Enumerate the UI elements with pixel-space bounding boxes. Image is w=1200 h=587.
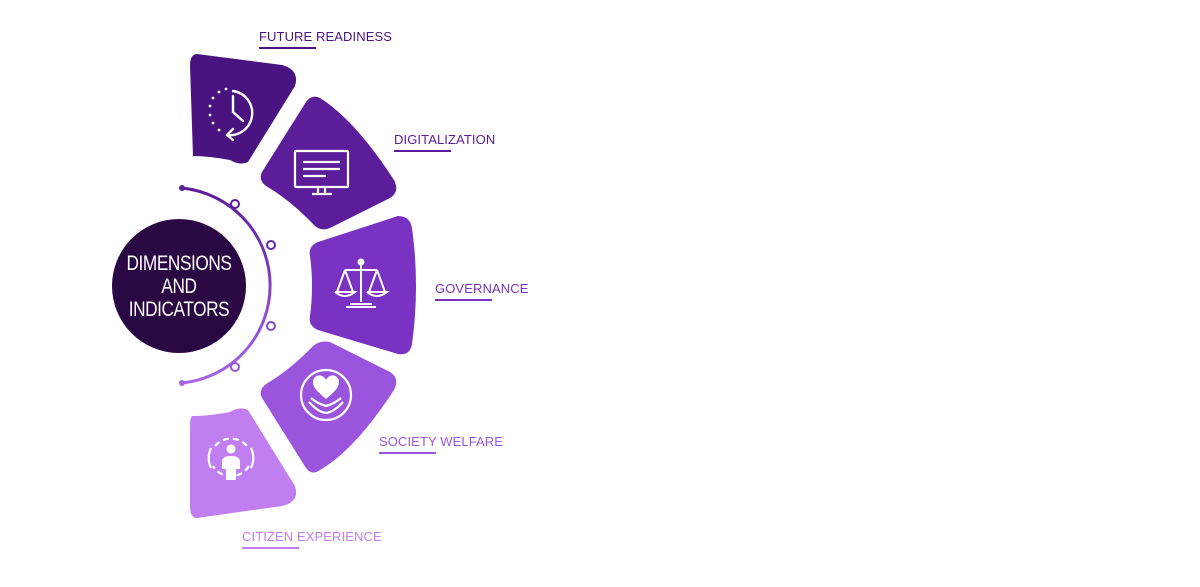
segment-society-welfare[interactable] (260, 341, 397, 473)
label-underline (394, 150, 451, 152)
label-governance[interactable]: GOVERNANCE (435, 281, 529, 301)
center-circle (112, 219, 246, 353)
arc-end-dot (179, 380, 185, 386)
clock-history-icon (208, 87, 254, 142)
label-underline (379, 452, 436, 454)
segment-governance[interactable] (309, 216, 416, 355)
segment-future-readiness[interactable] (190, 54, 297, 164)
connector-arc (181, 186, 272, 385)
center-title: DIMENSIONS AND INDICATORS (124, 219, 234, 353)
label-text: CITIZEN EXPERIENCE (242, 529, 382, 544)
arc-node (230, 199, 240, 209)
segment-citizen-experience[interactable] (190, 408, 297, 518)
scales-icon (334, 258, 390, 308)
person-target-icon (207, 437, 255, 480)
heart-hand-icon (299, 368, 353, 422)
center-title-line: AND (161, 274, 197, 298)
arc-node (266, 240, 276, 250)
label-underline (435, 299, 492, 301)
label-future-readiness[interactable]: FUTURE READINESS (259, 29, 393, 49)
label-underline (259, 47, 316, 49)
segment-digitalization[interactable] (260, 96, 397, 230)
arc-node (266, 321, 276, 331)
center-title-line: DIMENSIONS (126, 251, 232, 275)
label-text: FUTURE READINESS (259, 29, 393, 44)
label-text: DIGITALIZATION (394, 132, 496, 147)
arc-end-dot (179, 185, 185, 191)
label-underline (242, 547, 299, 549)
label-text: SOCIETY WELFARE (379, 434, 504, 449)
arc-node (230, 362, 240, 372)
label-digitalization[interactable]: DIGITALIZATION (394, 132, 496, 152)
label-text: GOVERNANCE (435, 281, 529, 296)
label-citizen-experience[interactable]: CITIZEN EXPERIENCE (242, 529, 382, 549)
monitor-icon (293, 149, 350, 196)
center-title-line: INDICATORS (128, 297, 230, 321)
label-society-welfare[interactable]: SOCIETY WELFARE (379, 434, 504, 454)
